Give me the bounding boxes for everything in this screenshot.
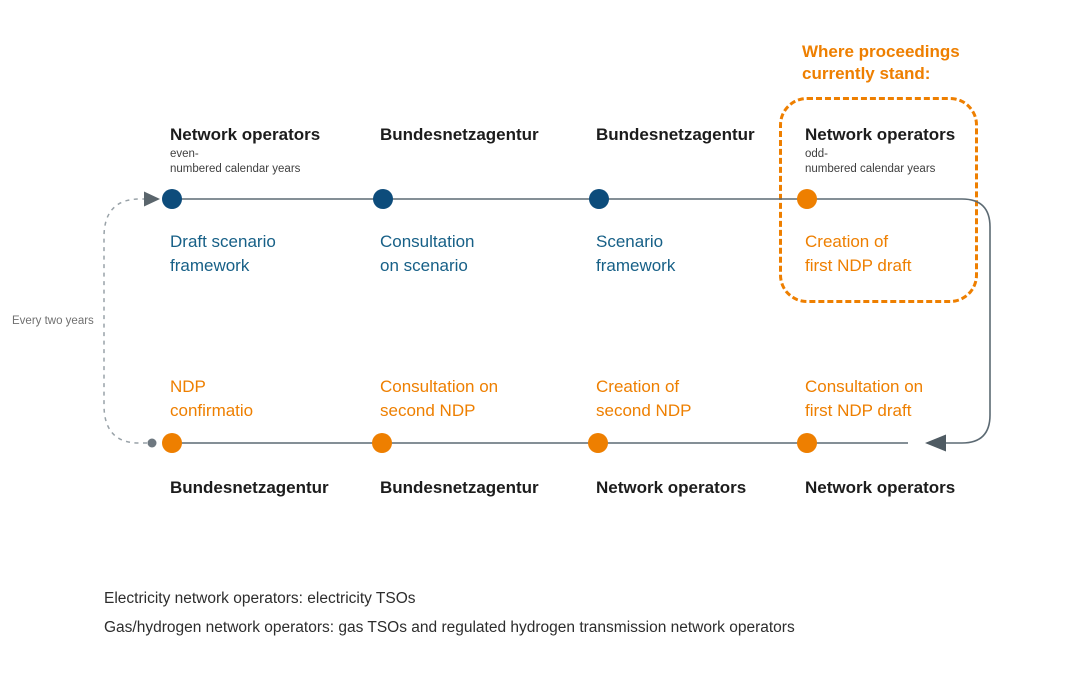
top-actor-4-sub: odd- numbered calendar years bbox=[805, 148, 936, 175]
node-bottom-4 bbox=[797, 433, 817, 453]
bottom-actor-1: Bundesnetzagentur bbox=[170, 478, 329, 497]
node-bottom-3 bbox=[588, 433, 608, 453]
top-actor-3: Bundesnetzagentur bbox=[596, 125, 755, 144]
top-actor-1-sub: even- numbered calendar years bbox=[170, 148, 301, 175]
node-top-1 bbox=[162, 189, 182, 209]
top-step-4-current: Creation of first NDP draft bbox=[805, 232, 912, 275]
footnote-electricity: Electricity network operators: electrici… bbox=[104, 590, 416, 607]
arrow-left-icon bbox=[925, 434, 946, 452]
node-top-3 bbox=[589, 189, 609, 209]
loop-start-dot bbox=[147, 438, 157, 448]
bottom-actor-4: Network operators bbox=[805, 478, 956, 497]
bottom-step-2: Consultation on second NDP bbox=[380, 377, 499, 420]
top-actor-2: Bundesnetzagentur bbox=[380, 125, 539, 144]
current-stage-heading: Where proceedings currently stand: bbox=[802, 42, 960, 83]
footnote-gas-hydrogen: Gas/hydrogen network operators: gas TSOs… bbox=[104, 619, 795, 636]
bottom-step-1: NDP confirmatio bbox=[170, 377, 254, 420]
cycle-dashed-loop bbox=[103, 198, 147, 444]
node-top-2 bbox=[373, 189, 393, 209]
top-actor-4: Network operators bbox=[805, 125, 956, 144]
top-step-3: Scenario framework bbox=[596, 232, 676, 275]
top-step-1: Draft scenario framework bbox=[170, 232, 276, 275]
bottom-step-3: Creation of second NDP bbox=[596, 377, 692, 420]
top-step-2: Consultation on scenario bbox=[380, 232, 475, 275]
bottom-actor-2: Bundesnetzagentur bbox=[380, 478, 539, 497]
top-actor-1: Network operators bbox=[170, 125, 321, 144]
cycle-note: Every two years bbox=[12, 315, 94, 327]
arrow-right-icon bbox=[144, 191, 160, 207]
bottom-actor-3: Network operators bbox=[596, 478, 747, 497]
bottom-step-4: Consultation on first NDP draft bbox=[805, 377, 924, 420]
node-bottom-1 bbox=[162, 433, 182, 453]
node-bottom-2 bbox=[372, 433, 392, 453]
